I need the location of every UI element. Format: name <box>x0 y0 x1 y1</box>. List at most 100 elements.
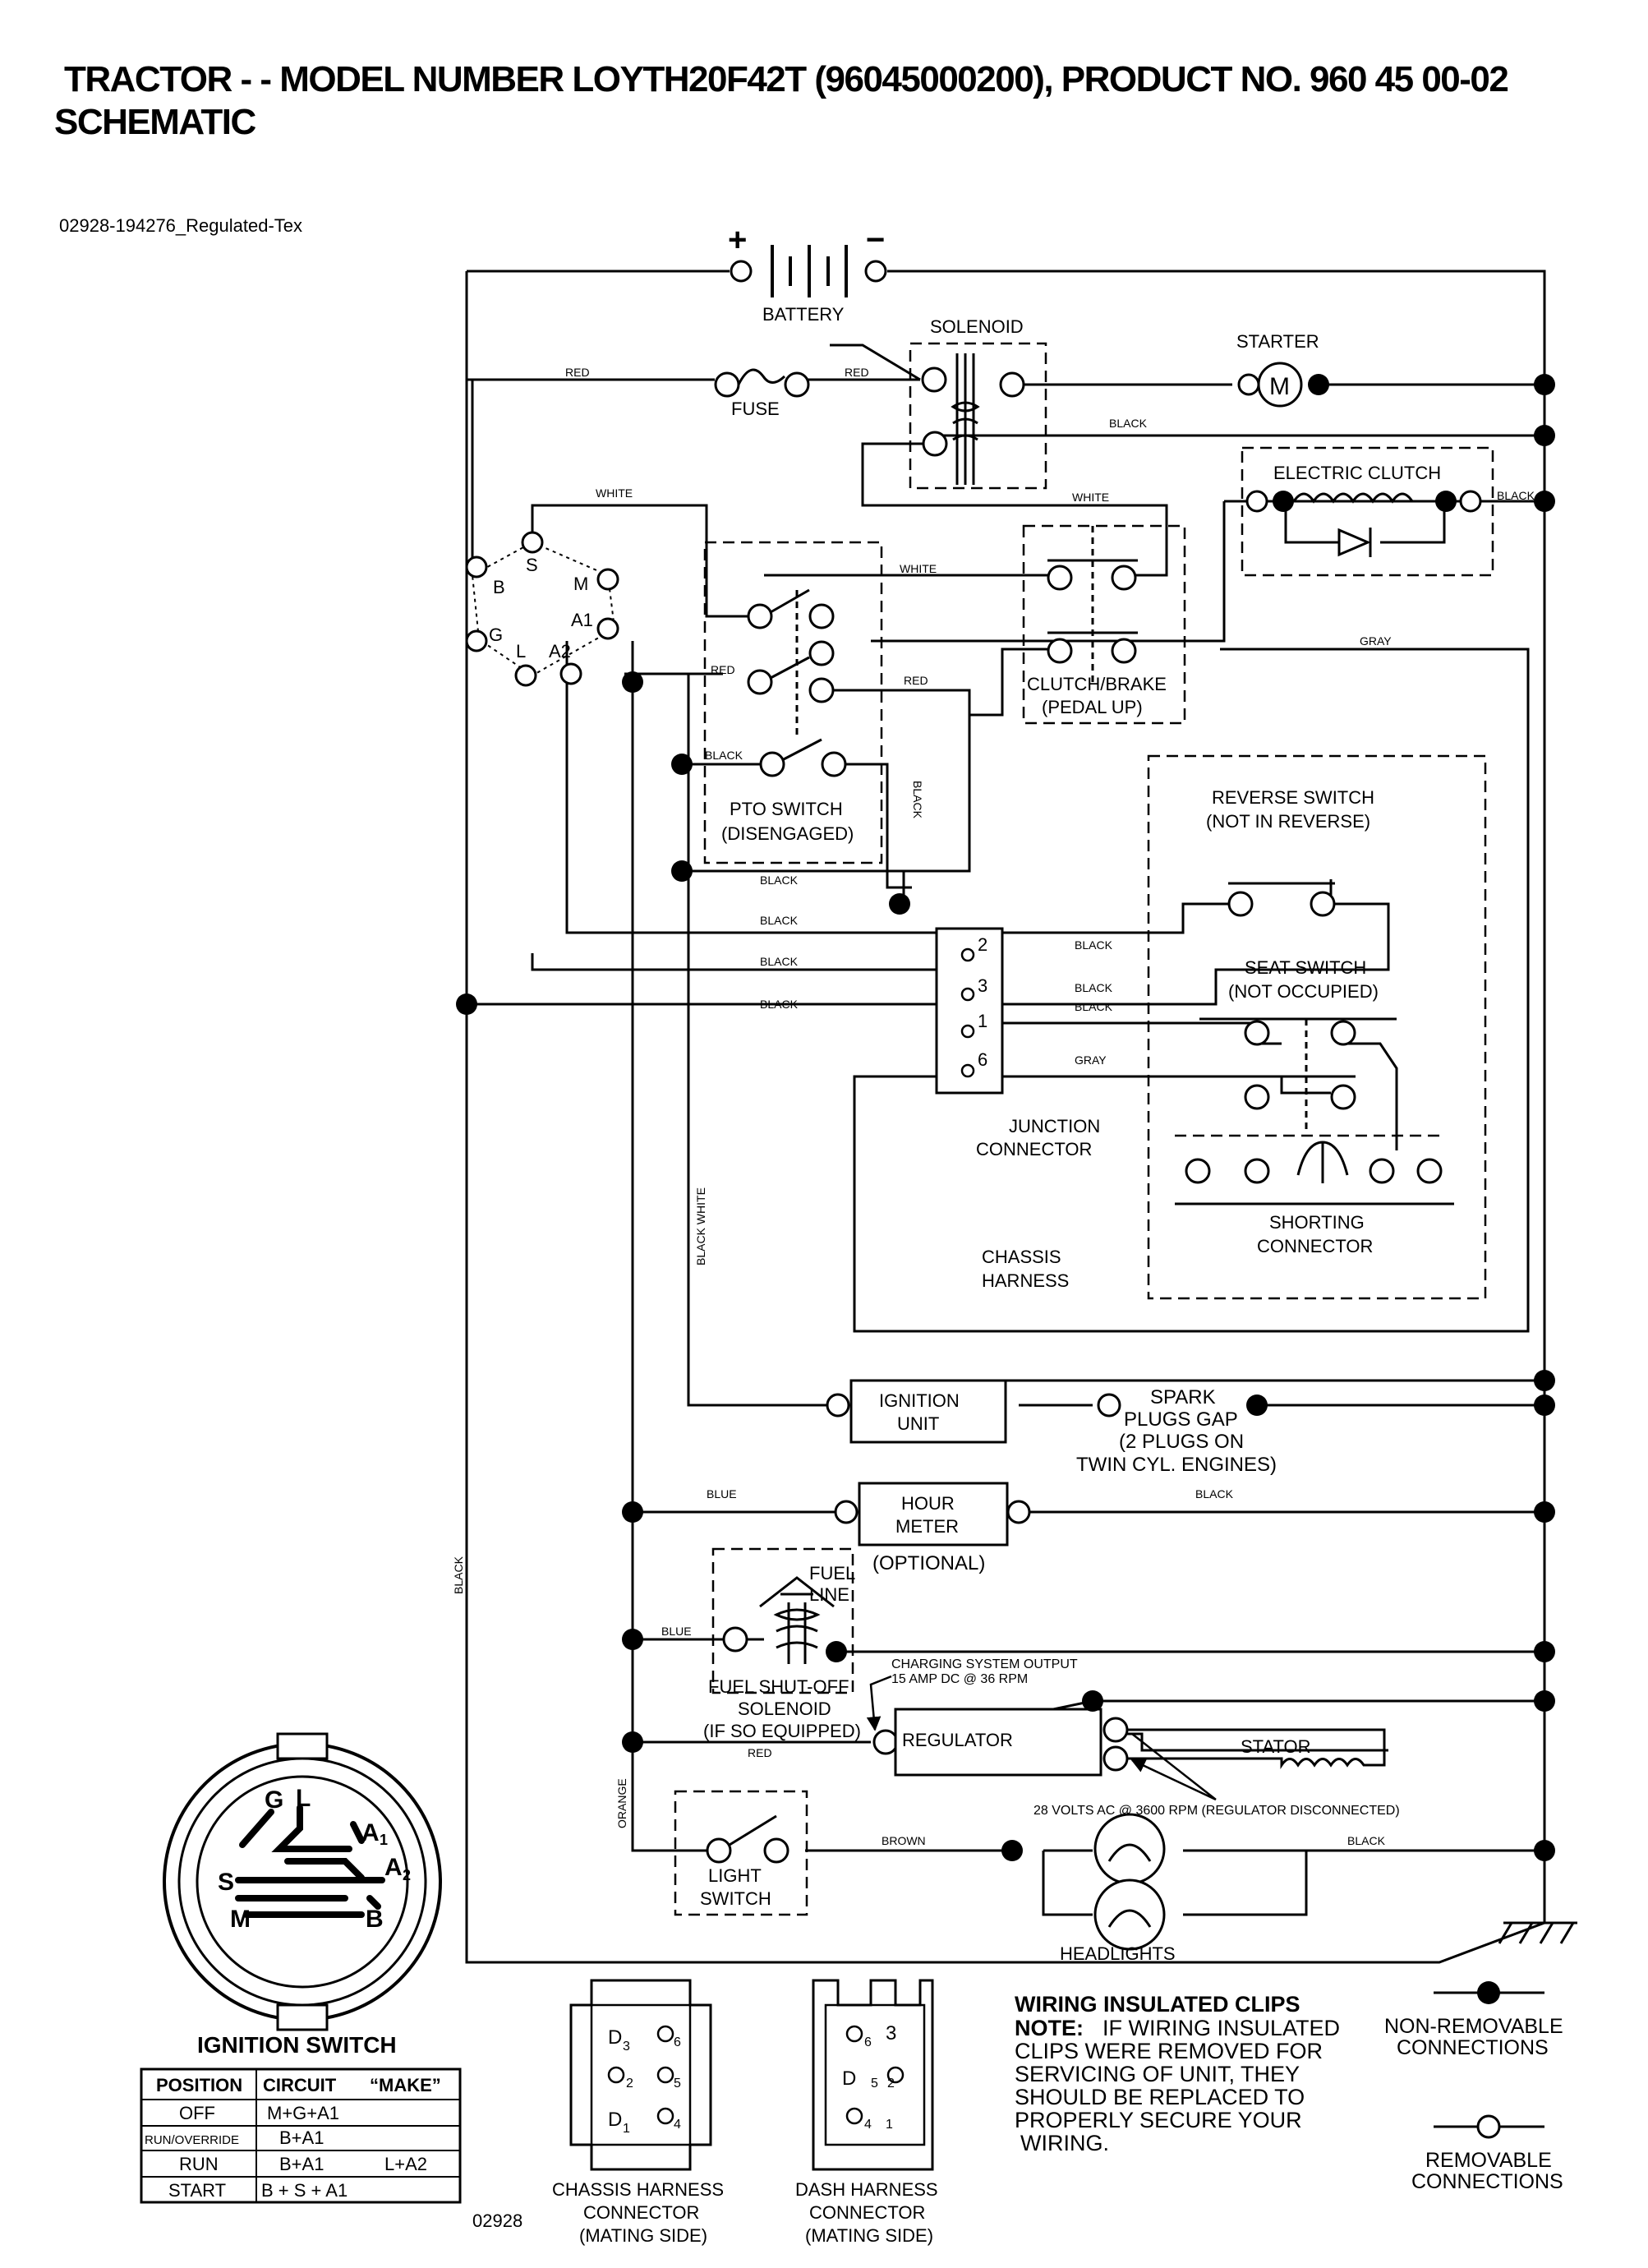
spark-label-3: (2 PLUGS ON <box>1119 1431 1244 1453</box>
fuel-line-label-2: LINE <box>809 1584 849 1605</box>
wire-label-black-4: BLACK <box>760 874 799 887</box>
ignition-unit-label-2: UNIT <box>897 1413 939 1434</box>
ign-terminal-g: G <box>489 625 503 645</box>
junction-pin-3: 3 <box>978 975 987 996</box>
reverse-switch-label: REVERSE SWITCH <box>1212 787 1374 808</box>
shorting-connector: SHORTING CONNECTOR <box>1175 1134 1454 1256</box>
spark-label-1: SPARK <box>1150 1386 1216 1408</box>
ign-terminal-a2: A2 <box>549 641 571 662</box>
regulator-label: REGULATOR <box>902 1730 1013 1750</box>
row-start-position: START <box>168 2180 226 2201</box>
wire-label-black-10: BLACK <box>1075 1000 1113 1013</box>
ign-face-s: S <box>218 1869 234 1896</box>
ign-terminal-l: L <box>516 641 526 662</box>
light-switch-enclosure <box>674 1790 808 1916</box>
legend-non-removable-1: NON-REMOVABLE <box>1384 2015 1563 2038</box>
chassis-pin-d1: D <box>608 2109 622 2131</box>
ignition-switch-title: IGNITION SWITCH <box>197 2032 397 2058</box>
chassis-pin-6: 6 <box>674 2035 681 2049</box>
col-position: POSITION <box>156 2075 242 2095</box>
stator-label: STATOR <box>1241 1736 1311 1757</box>
solenoid-label: SOLENOID <box>930 316 1024 337</box>
wire-label-blue-1: BLUE <box>707 1487 737 1500</box>
fuel-solenoid-label-1: FUEL SHUT-OFF <box>708 1676 849 1697</box>
wiring-clips-note: WIRING INSULATED CLIPS NOTE: IF WIRING I… <box>1015 1992 1340 2155</box>
ign-terminal-s: S <box>526 555 538 575</box>
hour-meter: HOUR METER (OPTIONAL) <box>834 1482 1031 1574</box>
wire-label-black-12: BLACK <box>1347 1834 1386 1847</box>
chassis-harness-enclosure <box>1147 754 1487 1300</box>
wire-label-brown: BROWN <box>882 1834 926 1847</box>
wire-label-black-11: BLACK <box>1195 1487 1234 1500</box>
page-subtitle: SCHEMATIC <box>54 102 256 142</box>
chassis-pin-5: 5 <box>674 2077 681 2091</box>
wire-label-black-6: BLACK <box>760 955 799 968</box>
charging-output-value: 15 AMP DC @ 36 RPM <box>891 1672 1028 1686</box>
light-switch-label-1: LIGHT <box>708 1865 762 1886</box>
chassis-pin-2: 2 <box>626 2077 633 2091</box>
clutch-brake-state: (PEDAL UP) <box>1042 697 1143 717</box>
clutch-brake-label: CLUTCH/BRAKE <box>1027 674 1167 694</box>
note-line-4: SHOULD BE REPLACED TO <box>1015 2085 1305 2109</box>
junction-pin-6: 6 <box>978 1049 987 1070</box>
pto-switch-enclosure <box>703 541 883 864</box>
dash-pin-1: 1 <box>886 2118 893 2132</box>
row-run-make: L+A2 <box>384 2154 427 2174</box>
electric-clutch-enclosure <box>1241 446 1494 577</box>
fuse: FUSE <box>714 368 810 419</box>
hour-meter-label-1: HOUR <box>901 1493 955 1514</box>
junction-pin-1: 1 <box>978 1011 987 1031</box>
dash-pin-3: 3 <box>886 2022 896 2044</box>
junction-label-2: CONNECTOR <box>976 1139 1092 1159</box>
dash-connector-label-1: DASH HARNESS <box>795 2179 938 2200</box>
wire-label-black-white: BLACK WHITE <box>694 1187 707 1265</box>
reverse-switch-state: (NOT IN REVERSE) <box>1206 811 1370 832</box>
dash-pin-4: 4 <box>864 2118 872 2132</box>
chassis-connector-label-2: CONNECTOR <box>583 2202 699 2223</box>
wire-label-red-1: RED <box>565 366 590 379</box>
ign-terminal-m: M <box>573 574 588 594</box>
chassis-harness-label-1: CHASSIS <box>982 1247 1061 1267</box>
junction-label-1: JUNCTION <box>1009 1116 1100 1136</box>
note-line-2: CLIPS WERE REMOVED FOR <box>1015 2039 1323 2063</box>
wire-label-black-3: BLACK <box>705 749 743 762</box>
wire-label-black-2: BLACK <box>1497 489 1535 502</box>
wire-label-black-5: BLACK <box>760 914 799 927</box>
wire-label-white-1: WHITE <box>596 486 633 500</box>
row-run-position: RUN <box>179 2154 219 2174</box>
battery-plus: + <box>728 222 747 258</box>
shorting-label-1: SHORTING <box>1269 1212 1365 1233</box>
clutch-brake-enclosure <box>1022 524 1186 725</box>
chassis-pin-d3: D <box>608 2026 622 2049</box>
row-off-circuit: M+G+A1 <box>267 2103 339 2123</box>
dash-connector-label-3: (MATING SIDE) <box>805 2225 933 2246</box>
spark-label-2: PLUGS GAP <box>1124 1408 1238 1431</box>
fuel-solenoid-enclosure <box>711 1547 854 1694</box>
col-circuit: CIRCUIT <box>263 2075 337 2095</box>
wire-label-blue-2: BLUE <box>661 1625 692 1638</box>
wire-label-black-1: BLACK <box>1109 417 1148 430</box>
drawing-reference: 02928-194276_Regulated-Tex <box>59 215 303 236</box>
wire-label-black-13: BLACK <box>911 781 924 819</box>
chassis-connector-label-1: CHASSIS HARNESS <box>552 2179 724 2200</box>
wire-label-black-14: BLACK <box>452 1556 465 1594</box>
ign-face-b: B <box>366 1906 384 1933</box>
seat-switch-label: SEAT SWITCH <box>1245 957 1366 978</box>
fuel-solenoid-label-3: (IF SO EQUIPPED) <box>703 1721 861 1741</box>
row-off-position: OFF <box>179 2103 215 2123</box>
ignition-switch-table: POSITION CIRCUIT “MAKE” OFF M+G+A1 RUN/O… <box>140 2067 462 2204</box>
ignition-switch-face: G L A 1 S A 2 M B <box>163 1732 442 2031</box>
ign-face-l: L <box>296 1785 311 1812</box>
battery: + − BATTERY <box>728 222 887 325</box>
light-switch: LIGHT SWITCH <box>700 1814 789 1909</box>
col-make: “MAKE” <box>370 2075 441 2095</box>
ign-face-m: M <box>230 1906 251 1933</box>
ground-symbol <box>1498 1921 1577 1944</box>
charging-output-label: CHARGING SYSTEM OUTPUT <box>891 1657 1078 1671</box>
wire-label-orange: ORANGE <box>615 1778 628 1828</box>
shorting-label-2: CONNECTOR <box>1257 1236 1373 1256</box>
legend-removable-dot <box>1476 2114 1501 2139</box>
electric-clutch-label: ELECTRIC CLUTCH <box>1273 463 1441 483</box>
hour-meter-label-3: (OPTIONAL) <box>872 1552 985 1574</box>
splice-dots <box>456 374 1555 1861</box>
